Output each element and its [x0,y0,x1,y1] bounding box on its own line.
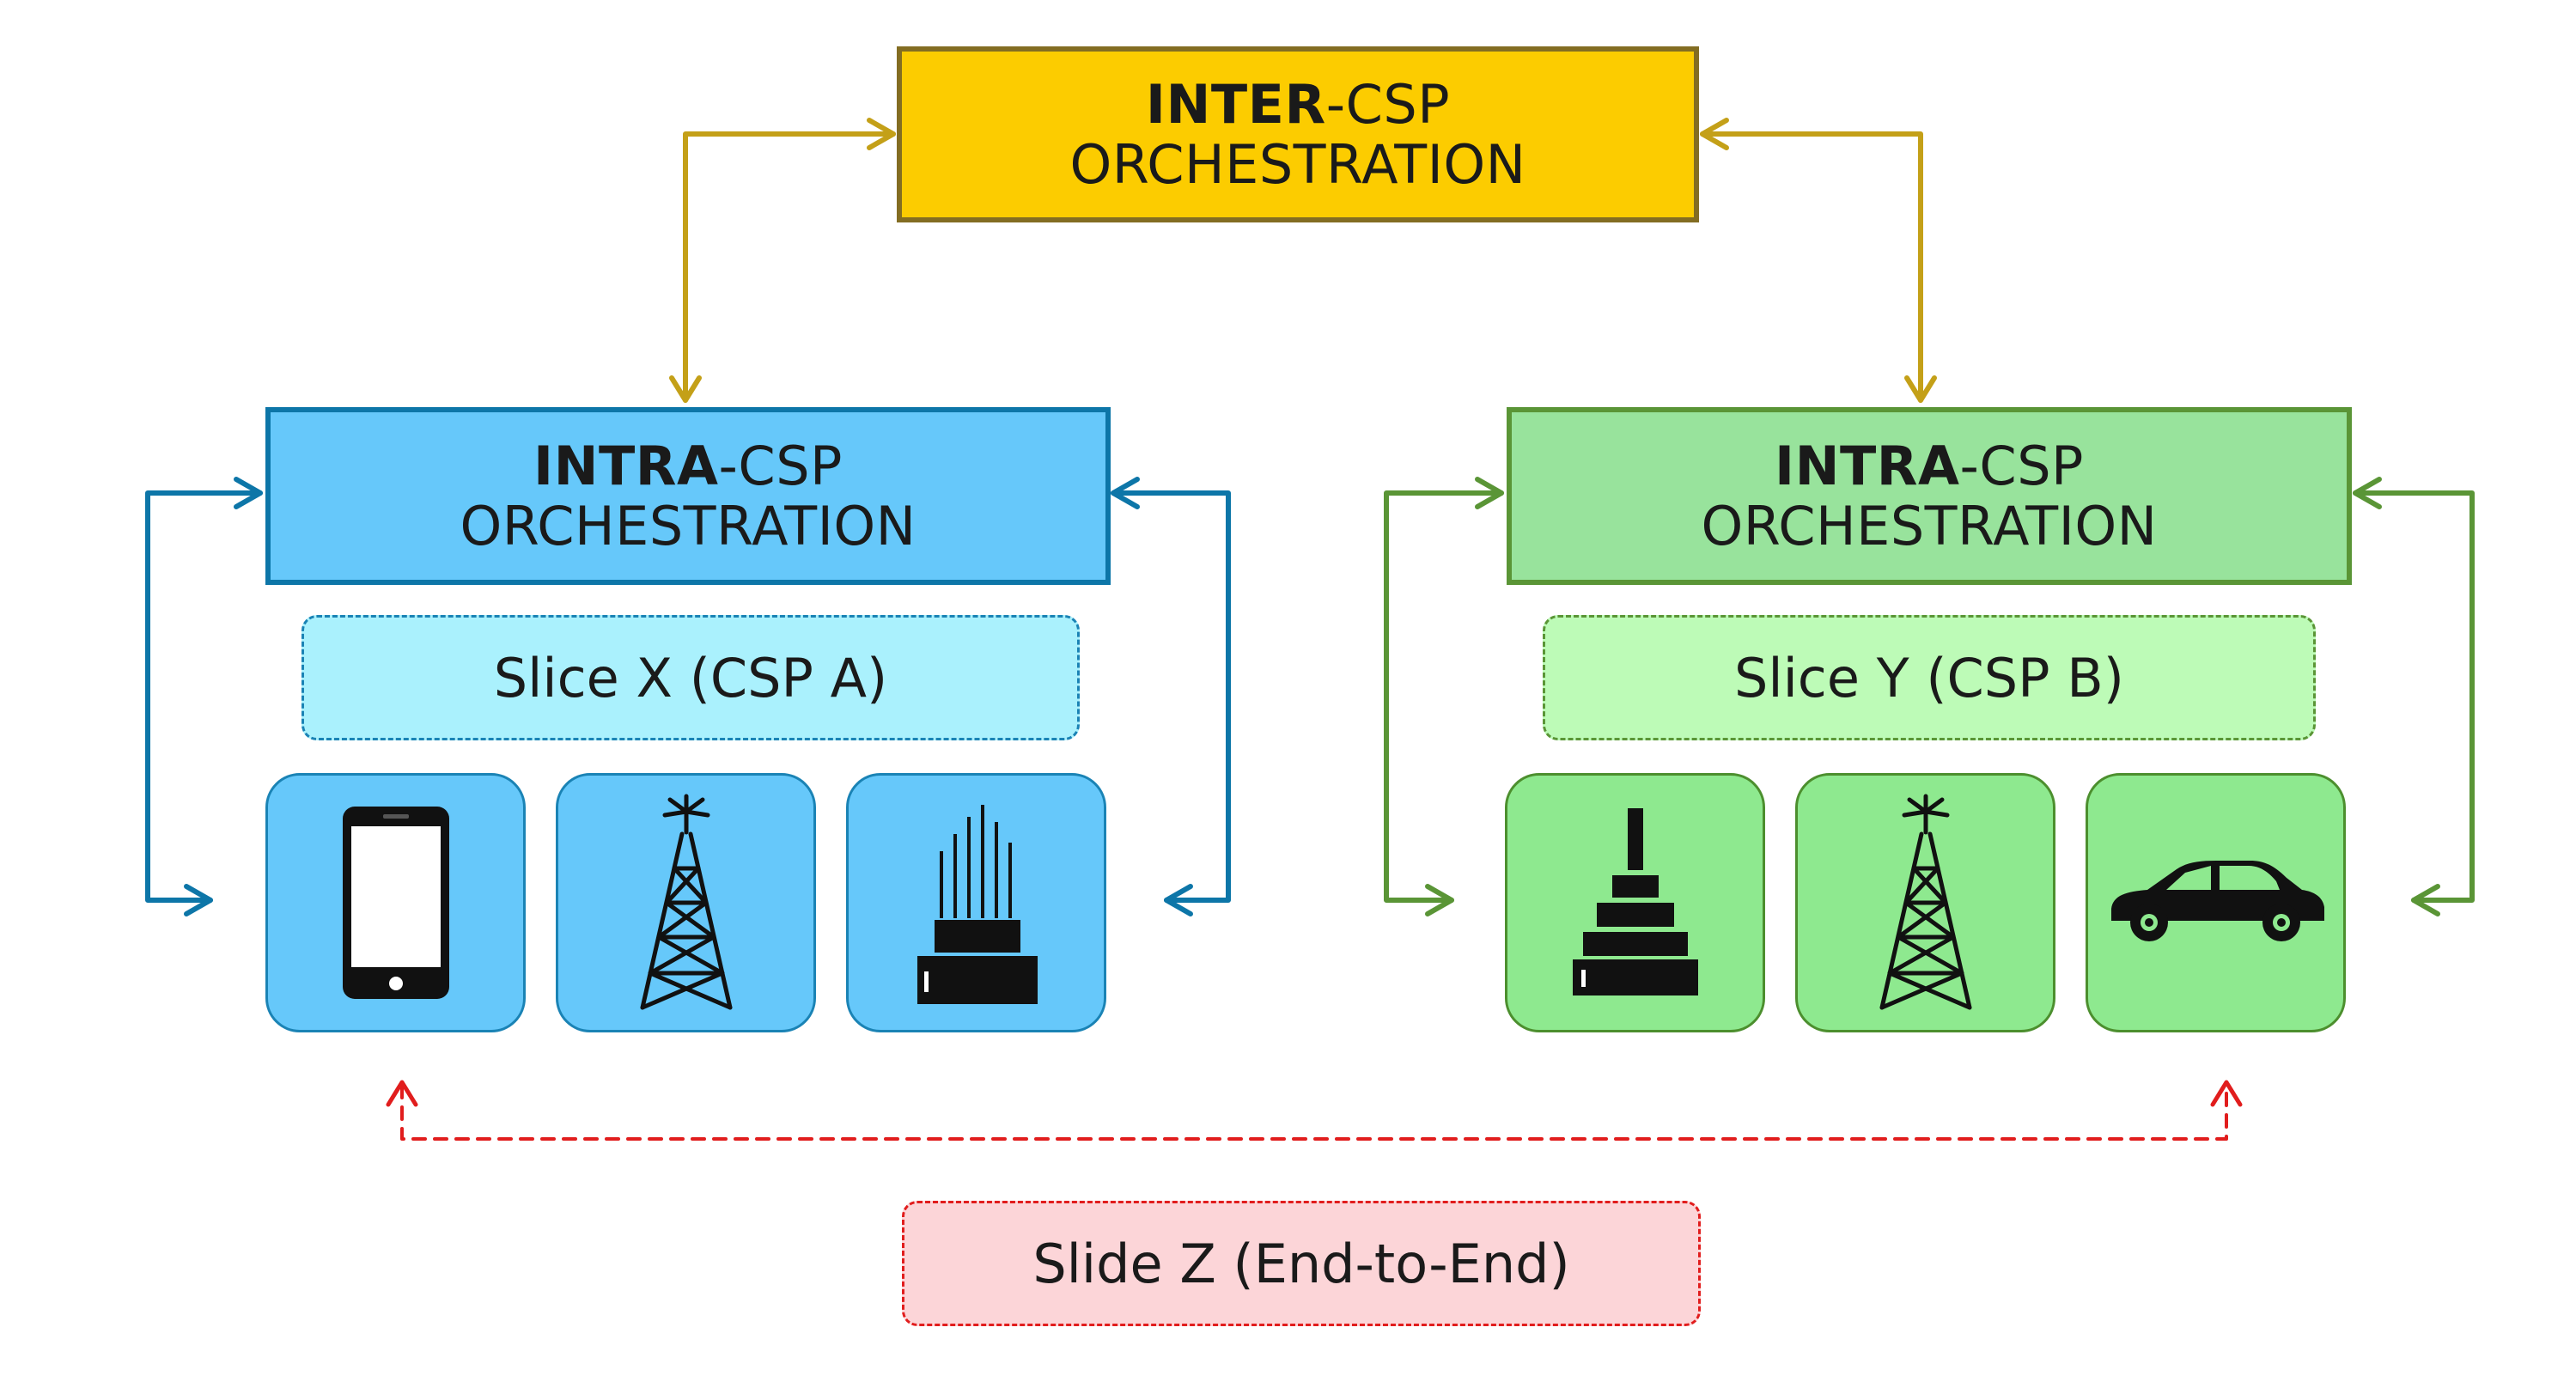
intra-a-right-loop-arrow [1111,490,1231,903]
smartphone-icon [342,807,449,999]
tile-data-center [846,773,1106,1032]
slice-x-label: Slice X (CSP A) [301,615,1080,740]
tile-cell-tower-b [1795,773,2055,1032]
inter-csp-orchestration-box: INTER-CSP ORCHESTRATION [897,46,1699,222]
inter-csp-title-line1: INTER-CSP [1146,75,1450,134]
cell-tower-icon [1879,794,1971,1010]
inter-to-intra-b-arrow [1700,131,1923,403]
tile-car [2086,773,2346,1032]
intra-csp-b-title-line1: INTRA-CSP [1775,436,2084,496]
edge-server-icon [1572,808,1698,995]
intra-csp-b-bold: INTRA [1775,435,1960,498]
intra-csp-a-title-line2: ORCHESTRATION [460,494,917,557]
tile-cell-tower-a [556,773,816,1032]
data-center-icon [917,805,1038,1004]
intra-csp-a-orchestration-box: INTRA-CSP ORCHESTRATION [265,407,1111,585]
car-icon [2110,861,2324,941]
inter-csp-suffix: -CSP [1325,73,1451,137]
intra-a-left-loop-arrow [145,490,263,903]
inter-to-intra-a-arrow [683,131,896,403]
intra-csp-a-title-line1: INTRA-CSP [533,436,843,496]
cell-tower-icon [640,794,732,1010]
slice-z-label: Slide Z (End-to-End) [902,1201,1701,1326]
inter-csp-bold: INTER [1145,73,1326,137]
intra-b-right-loop-arrow [2353,490,2475,903]
inter-csp-title-line2: ORCHESTRATION [1069,132,1526,196]
intra-csp-b-suffix: -CSP [1959,435,2084,498]
intra-csp-a-bold: INTRA [533,435,719,498]
slice-y-label: Slice Y (CSP B) [1543,615,2316,740]
intra-b-left-loop-arrow [1384,490,1504,903]
intra-csp-b-orchestration-box: INTRA-CSP ORCHESTRATION [1507,407,2352,585]
tile-edge-server [1505,773,1765,1032]
tile-smartphone [265,773,526,1032]
end-to-end-dashed-arrow [400,1084,2228,1141]
intra-csp-b-title-line2: ORCHESTRATION [1701,494,2158,557]
intra-csp-a-suffix: -CSP [718,435,843,498]
